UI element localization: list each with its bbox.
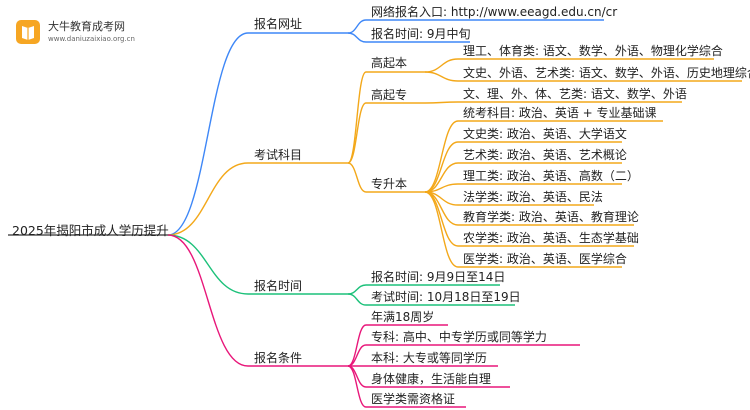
leaf-connector [347, 324, 367, 367]
leaf-connector [424, 191, 459, 247]
branch-label-requirements: 报名条件 [254, 351, 303, 365]
leaf-connector [424, 71, 459, 82]
leaf-label: 网络报名入口: http://www.eeagd.edu.cn/cr [371, 5, 618, 19]
leaf-label: 考试时间: 10月18日至19日 [371, 290, 521, 304]
branch-connector [167, 234, 249, 367]
leaf-label: 教育学类: 政治、英语、教育理论 [463, 210, 639, 224]
leaf-label: 理工、体育类: 语文、数学、外语、物理化学综合 [463, 44, 723, 58]
leaf-connector [424, 58, 459, 73]
group-connector [347, 102, 367, 164]
branch-connector [167, 32, 249, 236]
leaf-connector [347, 284, 367, 295]
leaf-connector [347, 293, 367, 306]
leaf-label: 年满18周岁 [371, 310, 435, 324]
leaf-label: 医学类需资格证 [371, 392, 456, 406]
branch-label-signup-time: 报名时间 [254, 279, 303, 293]
logo-name: 大牛教育成考网 [48, 20, 125, 33]
leaf-label: 专科: 高中、中专学历或同等学力 [371, 330, 547, 344]
logo-url: www.daniuzaixiao.org.cn [48, 35, 135, 43]
group-label-gaoqizhuan: 高起专 [371, 88, 408, 102]
group-label-gaoqiben: 高起本 [371, 56, 408, 70]
leaf-label: 法学类: 政治、英语、民法 [463, 190, 603, 204]
branch-connector [167, 234, 249, 295]
leaf-label: 理工类: 政治、英语、高数（二） [463, 169, 639, 183]
leaf-label: 本科: 大专或等同学历 [371, 351, 487, 365]
leaf-label: 报名时间: 9月中旬 [371, 27, 471, 41]
leaf-label: 统考科目: 政治、英语 + 专业基础课 [463, 106, 657, 120]
branch-connector [167, 162, 249, 236]
leaf-label: 医学类: 政治、英语、医学综合 [463, 252, 627, 266]
book-icon [16, 20, 40, 44]
leaf-label: 文、理、外、体、艺类: 语文、数学、外语 [463, 87, 687, 101]
leaf-label: 报名时间: 9月9日至14日 [371, 270, 506, 284]
leaf-label: 身体健康，生活能自理 [371, 372, 492, 386]
group-connector [347, 162, 367, 193]
branch-label-signup-site: 报名网址 [254, 17, 303, 31]
leaf-label: 文史、外语、艺术类: 语文、数学、外语、历史地理综合 [463, 66, 750, 80]
leaf-connector [347, 365, 367, 408]
leaf-connector [424, 120, 459, 193]
leaf-label: 艺术类: 政治、英语、艺术概论 [463, 148, 627, 162]
group-connector [347, 71, 367, 164]
leaf-connector [347, 19, 367, 34]
leaf-connector [424, 101, 459, 104]
leaf-connector [424, 191, 459, 268]
branch-label-exam-subjects: 考试科目 [254, 148, 303, 162]
leaf-connector [347, 32, 367, 43]
site-logo[interactable]: 大牛教育成考网 www.daniuzaixiao.org.cn [14, 16, 154, 50]
leaf-label: 农学类: 政治、英语、生态学基础 [463, 231, 639, 245]
group-label-zhuanshengben: 专升本 [371, 177, 408, 191]
leaf-label: 文史类: 政治、英语、大学语文 [463, 127, 627, 141]
root-node-label: 2025年揭阳市成人学历提升 [12, 223, 169, 238]
